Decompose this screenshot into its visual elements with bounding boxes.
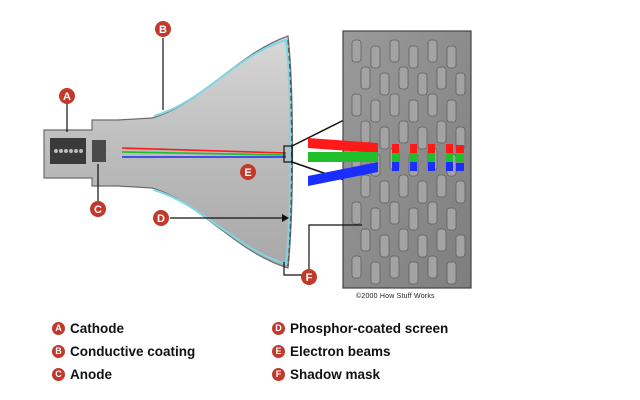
legend-label-anode: Anode [70, 367, 112, 382]
mask-slot [351, 39, 362, 63]
mask-slot [360, 174, 371, 198]
legend-badge-a: A [52, 322, 65, 335]
legend-item-electron-beams: E Electron beams [272, 344, 391, 359]
legend-badge-f: F [272, 368, 285, 381]
legend-item-conductive-coating: B Conductive coating [52, 344, 195, 359]
mask-slot [389, 39, 400, 63]
legend-item-cathode: A Cathode [52, 321, 124, 336]
mask-slot [427, 201, 438, 225]
mask-slot [417, 180, 428, 204]
beam-red [308, 138, 378, 153]
legend-badge-b: B [52, 345, 65, 358]
mask-slot [417, 234, 428, 258]
mask-slot [408, 261, 419, 285]
mask-slot [455, 180, 466, 204]
mask-slot [360, 120, 371, 144]
legend-label-cathode: Cathode [70, 321, 124, 336]
mask-slot [427, 93, 438, 117]
zoom-box [283, 145, 293, 163]
mask-slot [455, 234, 466, 258]
legend-label-conductive-coating: Conductive coating [70, 344, 196, 359]
mask-slot [427, 255, 438, 279]
mask-slot [436, 120, 447, 144]
beam-tip-blue [456, 163, 464, 171]
conductive-coating [153, 38, 292, 266]
legend-item-anode: C Anode [52, 367, 112, 382]
mask-slot [446, 99, 457, 123]
beam-tip-green [456, 154, 464, 162]
mask-slot [379, 180, 390, 204]
legend-item-shadow-mask: F Shadow mask [272, 367, 380, 382]
mask-slot [446, 261, 457, 285]
legend-badge-e: E [272, 345, 285, 358]
mask-slot [427, 39, 438, 63]
leader-lines [66, 38, 362, 276]
callout-d: D [153, 210, 169, 226]
mask-slot [370, 45, 381, 69]
beam-dots-blue [392, 162, 453, 171]
mask-slot [379, 234, 390, 258]
mask-slot [389, 93, 400, 117]
anode [92, 140, 106, 162]
leader-arrowhead [282, 214, 289, 222]
legend-label-electron-beams: Electron beams [290, 344, 391, 359]
svg-text:E: E [244, 167, 251, 179]
legend-label-shadow-mask: Shadow mask [290, 367, 381, 382]
mask-slot [370, 261, 381, 285]
svg-text:A: A [63, 91, 71, 103]
mask-slot [379, 72, 390, 96]
callout-e: E [240, 164, 256, 180]
mask-slot [446, 45, 457, 69]
mask-slot [417, 126, 428, 150]
beam-dots-red [392, 144, 453, 153]
mask-slot [351, 201, 362, 225]
legend-badge-c: C [52, 368, 65, 381]
svg-text:F: F [306, 272, 313, 284]
mask-slot [398, 228, 409, 252]
mask-slot [360, 228, 371, 252]
callout-b: B [155, 21, 171, 37]
legend-badge-d: D [272, 322, 285, 335]
electron-beams-in-tube [121, 147, 287, 158]
copyright-credit: ©2000 How Stuff Works [356, 293, 435, 300]
mask-slot [351, 93, 362, 117]
mask-slot [455, 72, 466, 96]
callout-c: C [90, 201, 106, 217]
legend-item-phosphor-screen: D Phosphor-coated screen [272, 321, 448, 336]
mask-slot [360, 66, 371, 90]
callout-f: F [301, 269, 317, 285]
svg-text:D: D [157, 213, 165, 225]
mask-slot [379, 126, 390, 150]
mask-slot [389, 201, 400, 225]
mask-slot [436, 66, 447, 90]
svg-text:C: C [94, 204, 102, 216]
callout-a: A [59, 88, 75, 104]
beam-dots-green [392, 153, 453, 162]
mask-slot [351, 255, 362, 279]
magnified-beams [308, 138, 464, 186]
zoom-line-top [291, 119, 345, 147]
mask-slot [417, 72, 428, 96]
legend-label-phosphor-screen: Phosphor-coated screen [290, 321, 449, 336]
mask-slot [398, 66, 409, 90]
mask-slot [446, 207, 457, 231]
mask-slot [408, 207, 419, 231]
mask-slot [408, 45, 419, 69]
mask-slot [436, 174, 447, 198]
mask-slot [408, 99, 419, 123]
svg-text:B: B [159, 24, 167, 36]
mask-slot [370, 99, 381, 123]
beam-tip-red [456, 145, 464, 153]
beam-green [308, 152, 378, 162]
mask-slot [398, 174, 409, 198]
mask-slot [370, 207, 381, 231]
mask-slot [389, 255, 400, 279]
mask-slot [398, 120, 409, 144]
beam-blue [308, 162, 378, 186]
cathode-coil [54, 149, 83, 153]
mask-slot [436, 228, 447, 252]
